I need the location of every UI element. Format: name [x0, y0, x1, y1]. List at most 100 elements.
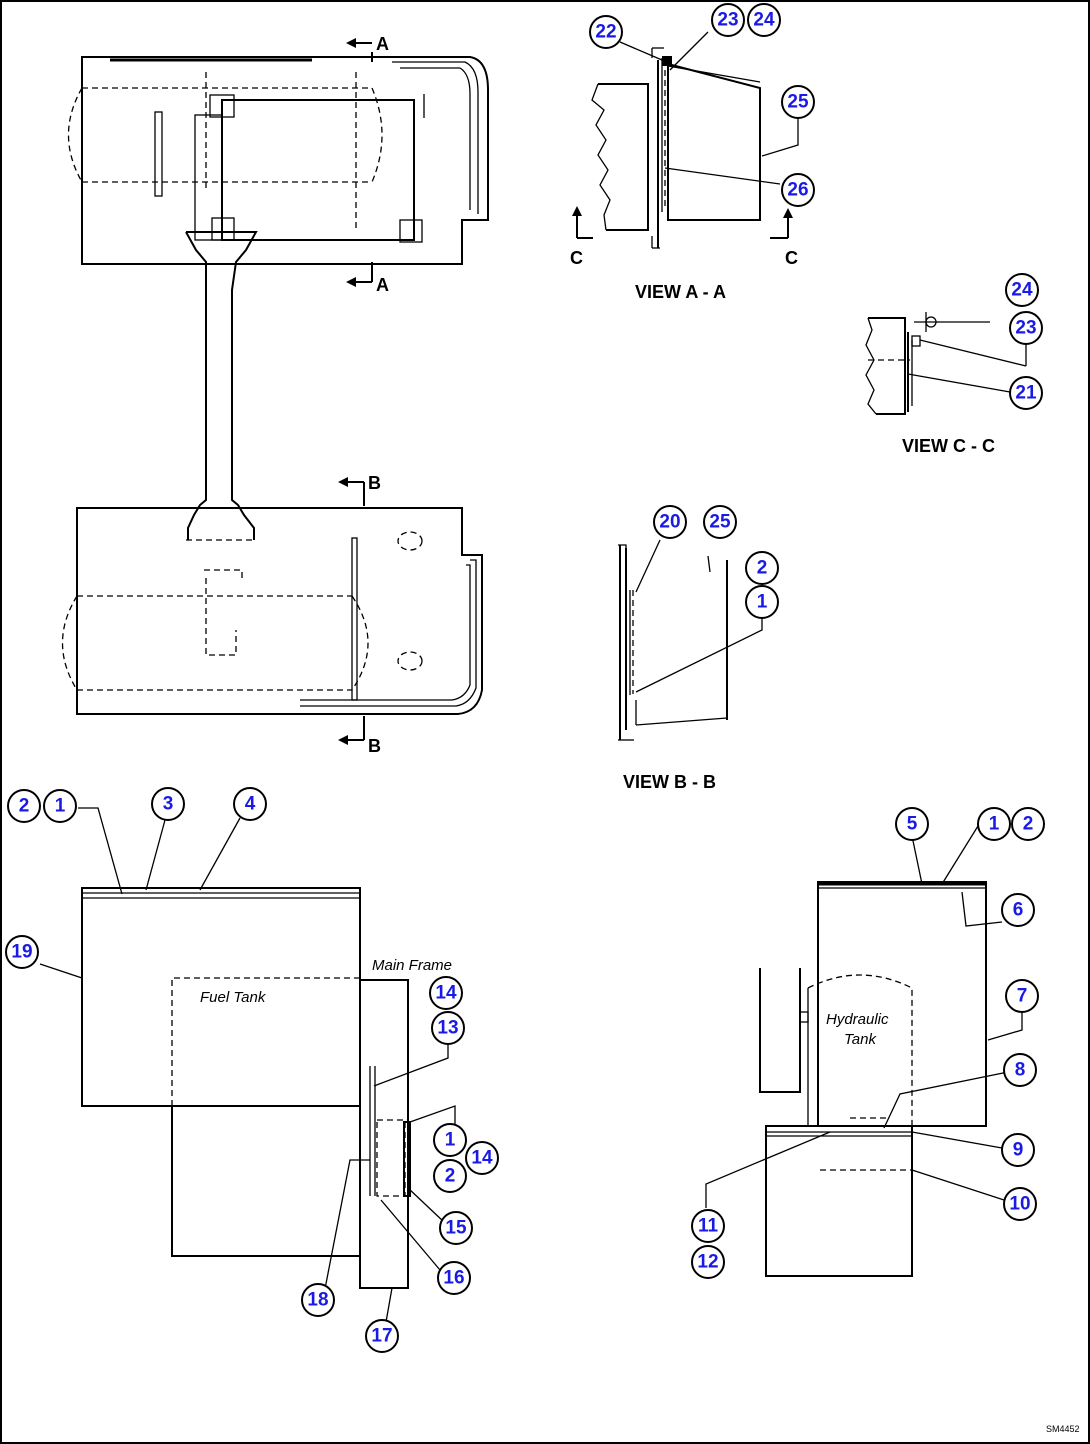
upper-tank-plan — [67, 56, 489, 540]
fuel-tank-label: Fuel Tank — [200, 989, 267, 1006]
balloon-3: 3 — [151, 787, 185, 821]
section-mark-b-top: B — [338, 473, 381, 506]
balloon-1: 1 — [433, 1123, 467, 1157]
section-b-top-label: B — [368, 473, 381, 493]
balloon-2: 2 — [7, 789, 41, 823]
balloon-11: 11 — [691, 1209, 725, 1243]
svg-text:12: 12 — [697, 1252, 718, 1273]
svg-text:21: 21 — [1015, 383, 1037, 404]
balloon-12: 12 — [691, 1245, 725, 1279]
svg-text:25: 25 — [787, 92, 809, 113]
view-cc-title: VIEW C - C — [902, 436, 995, 456]
svg-text:13: 13 — [437, 1018, 458, 1039]
view-bb-title: VIEW B - B — [623, 772, 716, 792]
balloon-23: 23 — [711, 3, 745, 37]
balloon-10: 10 — [1003, 1187, 1037, 1221]
svg-text:26: 26 — [787, 180, 808, 201]
fuel-tank-side-view — [39, 807, 456, 1323]
balloon-26: 26 — [781, 173, 815, 207]
svg-text:7: 7 — [1017, 986, 1028, 1007]
balloon-9: 9 — [1001, 1133, 1035, 1167]
balloon-15: 15 — [439, 1211, 473, 1245]
svg-text:16: 16 — [443, 1268, 464, 1289]
view-aa-drawing — [572, 31, 799, 249]
svg-text:10: 10 — [1009, 1194, 1030, 1215]
svg-text:9: 9 — [1013, 1140, 1024, 1161]
svg-text:11: 11 — [698, 1216, 719, 1237]
balloon-21: 21 — [1009, 376, 1043, 410]
view-bb-drawing — [618, 539, 763, 741]
balloon-19: 19 — [5, 935, 39, 969]
svg-text:1: 1 — [445, 1130, 456, 1151]
main-frame-label: Main Frame — [372, 957, 452, 974]
svg-text:3: 3 — [163, 794, 174, 815]
balloon-20: 20 — [653, 505, 687, 539]
svg-text:14: 14 — [435, 983, 457, 1004]
svg-text:14: 14 — [471, 1148, 493, 1169]
balloon-16: 16 — [437, 1261, 471, 1295]
svg-text:19: 19 — [11, 942, 32, 963]
view-cc-drawing — [865, 312, 1027, 415]
svg-text:25: 25 — [709, 512, 731, 533]
svg-text:23: 23 — [1015, 318, 1036, 339]
section-b-bottom-label: B — [368, 736, 381, 756]
balloon-25: 25 — [703, 505, 737, 539]
balloon-14: 14 — [465, 1141, 499, 1175]
svg-text:1: 1 — [989, 814, 1000, 835]
svg-text:24: 24 — [753, 10, 775, 31]
section-a-top-label: A — [376, 34, 389, 54]
section-a-bottom-label: A — [376, 275, 389, 295]
balloon-2: 2 — [1011, 807, 1045, 841]
section-mark-a-bottom: A — [346, 262, 389, 295]
lower-tank-plan — [61, 507, 483, 715]
balloon-24: 24 — [747, 3, 781, 37]
svg-text:2: 2 — [445, 1166, 456, 1187]
balloon-5: 5 — [895, 807, 929, 841]
balloon-14: 14 — [429, 976, 463, 1010]
svg-text:4: 4 — [245, 794, 256, 815]
balloon-22: 22 — [589, 15, 623, 49]
balloon-1: 1 — [977, 807, 1011, 841]
svg-text:5: 5 — [907, 814, 918, 835]
svg-text:2: 2 — [19, 796, 30, 817]
svg-text:6: 6 — [1013, 900, 1024, 921]
balloon-1: 1 — [745, 585, 779, 619]
balloon-23: 23 — [1009, 311, 1043, 345]
balloon-2: 2 — [745, 551, 779, 585]
balloon-2: 2 — [433, 1159, 467, 1193]
svg-text:23: 23 — [717, 10, 738, 31]
balloon-13: 13 — [431, 1011, 465, 1045]
hydraulic-tank-side-view — [705, 825, 1023, 1277]
balloon-24: 24 — [1005, 273, 1039, 307]
svg-text:1: 1 — [55, 796, 66, 817]
svg-text:24: 24 — [1011, 280, 1033, 301]
balloon-1: 1 — [43, 789, 77, 823]
balloon-17: 17 — [365, 1319, 399, 1353]
svg-text:2: 2 — [757, 558, 768, 579]
balloon-6: 6 — [1001, 893, 1035, 927]
balloon-8: 8 — [1003, 1053, 1037, 1087]
svg-text:1: 1 — [757, 592, 768, 613]
svg-text:17: 17 — [371, 1326, 392, 1347]
svg-text:15: 15 — [445, 1218, 467, 1239]
balloon-18: 18 — [301, 1283, 335, 1317]
balloon-4: 4 — [233, 787, 267, 821]
svg-text:18: 18 — [307, 1290, 328, 1311]
hydraulic-tank-label-1: Hydraulic — [826, 1011, 889, 1028]
balloon-7: 7 — [1005, 979, 1039, 1013]
hydraulic-tank-label-2: Tank — [844, 1031, 877, 1048]
view-aa-title: VIEW A - A — [635, 282, 726, 302]
section-c-left-label: C — [570, 248, 583, 268]
svg-text:2: 2 — [1023, 814, 1034, 835]
balloon-25: 25 — [781, 85, 815, 119]
section-mark-a-top: A — [346, 34, 389, 62]
svg-text:22: 22 — [595, 22, 616, 43]
section-mark-b-bottom: B — [338, 716, 381, 756]
section-c-right-label: C — [785, 248, 798, 268]
svg-text:20: 20 — [659, 512, 680, 533]
drawing-id: SM4452 — [1046, 1424, 1080, 1434]
svg-text:8: 8 — [1015, 1060, 1026, 1081]
